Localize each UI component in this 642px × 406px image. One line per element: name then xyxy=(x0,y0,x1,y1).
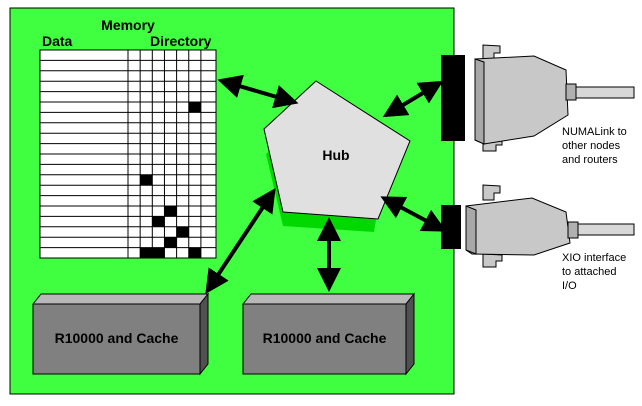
directory-filled-cell xyxy=(164,206,177,217)
hub-label: Hub xyxy=(322,147,349,163)
directory-filled-cell xyxy=(140,174,153,186)
directory-filled-cell xyxy=(188,102,201,113)
directory-filled-cell xyxy=(164,237,177,248)
processor-2-top xyxy=(241,293,416,305)
arrows xyxy=(205,74,447,295)
numalink-caption-line-3: and routers xyxy=(562,154,618,166)
hub-numalink-arrow xyxy=(382,80,444,118)
processor-1-label: R10000 and Cache xyxy=(55,330,179,346)
numalink-connector-body xyxy=(474,55,569,145)
processor-1-top xyxy=(31,293,210,305)
numalink-caption-line-2: other nodes xyxy=(562,140,621,152)
processor-2-side xyxy=(405,292,415,376)
processor-1: R10000 and Cache xyxy=(31,292,210,376)
directory-filled-cell xyxy=(176,226,189,238)
directory-filled-cell xyxy=(140,247,153,258)
directory-filled-cells xyxy=(140,102,201,258)
hub xyxy=(263,80,411,220)
memory-hub-arrow xyxy=(217,74,299,109)
numalink-caption-line-1: NUMALink to xyxy=(562,126,627,138)
numalink-connector-cable xyxy=(575,86,635,99)
directory-filled-cell xyxy=(152,216,165,227)
processor-1-side xyxy=(199,292,209,376)
xio-connector-cable xyxy=(577,223,635,236)
processor-1-front xyxy=(32,303,201,375)
hub-xio-arrow xyxy=(380,196,447,232)
directory-label: Directory xyxy=(150,33,212,49)
numalink-port-block xyxy=(441,55,465,141)
processor-2: R10000 and Cache xyxy=(241,292,416,376)
hub-processor1-arrow xyxy=(205,187,276,295)
xio-caption-line-1: XIO interface xyxy=(562,252,626,264)
xio-connector-ferrule xyxy=(567,221,579,239)
xio-connector-body xyxy=(465,197,571,256)
xio-caption-line-2: to attached xyxy=(562,266,616,278)
directory-filled-cell xyxy=(188,247,201,258)
processor-2-front xyxy=(242,303,407,375)
xio-connector-face xyxy=(465,205,477,255)
data-label: Data xyxy=(42,33,73,49)
memory-title: Memory xyxy=(101,17,155,33)
processor-2-label: R10000 and Cache xyxy=(263,330,387,346)
numalink-connector xyxy=(474,44,635,152)
xio-caption-line-3: I/O xyxy=(562,280,577,292)
numalink-connector-ferrule xyxy=(565,83,577,101)
xio-port-block xyxy=(441,205,461,249)
xio-connector xyxy=(465,184,635,268)
xio-connector-top-screw xyxy=(482,184,501,201)
xio-connector-bottom-screw xyxy=(482,253,503,268)
memory-grid-lines xyxy=(40,50,216,258)
directory-filled-cell xyxy=(152,247,165,258)
numalink-connector-face xyxy=(474,58,485,145)
memory-grid xyxy=(39,49,217,259)
